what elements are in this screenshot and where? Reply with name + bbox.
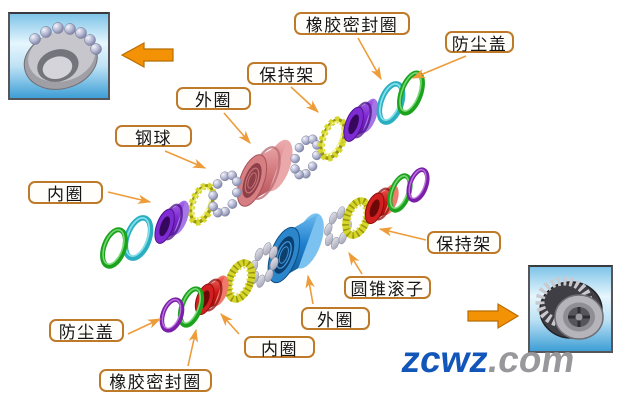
lower-inner-ring-left	[194, 275, 229, 316]
tapered-roller-bearing-photo	[528, 265, 613, 353]
bearing-parts-layer	[100, 70, 430, 333]
pointer-arrow	[378, 227, 427, 241]
assembled-roller-bearing-arrow	[467, 302, 520, 330]
lower-dust-cover-left	[159, 297, 185, 333]
label-lower-inner-ring: 内圈	[244, 336, 315, 359]
watermark-tld: .com	[485, 339, 578, 380]
label-steel-ball: 钢球	[115, 125, 192, 148]
pointer-arrow	[357, 37, 382, 81]
upper-balls-left	[208, 170, 242, 218]
label-upper-dust-cover: 防尘盖	[445, 31, 514, 54]
pointer-arrow	[107, 191, 152, 204]
label-upper-rubber-seal: 橡胶密封圈	[294, 12, 410, 35]
upper-dust-cover-left	[100, 227, 128, 269]
pointer-arrow	[305, 274, 315, 305]
pointer-arrow	[223, 112, 251, 144]
label-upper-cage: 保持架	[247, 62, 327, 85]
lower-outer-ring	[267, 213, 324, 284]
upper-inner-ring-left	[154, 200, 190, 244]
lower-dust-cover-right	[406, 167, 430, 203]
pointer-arrow	[187, 328, 199, 367]
upper-outer-ring	[236, 139, 293, 207]
lower-inner-ring-right	[364, 184, 399, 225]
assembled-ball-bearing-arrow	[120, 41, 174, 69]
label-lower-outer-ring: 外圈	[301, 307, 370, 330]
arrows-layer	[107, 37, 520, 367]
pointer-arrow	[348, 251, 363, 275]
pointer-arrow	[164, 150, 207, 169]
ball-bearing-photo	[8, 12, 110, 100]
upper-cage-right	[317, 116, 349, 162]
upper-seal-left	[122, 215, 154, 261]
photo-balls	[29, 22, 102, 55]
upper-inner-ring-right	[343, 98, 379, 142]
pointer-arrow	[127, 318, 162, 335]
tapered-roller-bearing-image	[535, 276, 604, 340]
pointer-arrow	[290, 86, 319, 113]
pointer-arrow	[220, 313, 240, 335]
upper-balls-right	[290, 134, 322, 180]
ball-bearing-image	[23, 22, 102, 90]
label-upper-outer-ring: 外圈	[176, 87, 251, 110]
watermark: zcwz.com	[398, 339, 578, 380]
lower-rollers-left	[249, 242, 279, 288]
watermark-name: zcwz	[398, 339, 492, 380]
label-lower-dust-cover: 防尘盖	[49, 319, 124, 342]
upper-dust-cover-right	[397, 70, 425, 116]
pointer-arrow	[411, 55, 467, 79]
label-lower-rubber-seal: 橡胶密封圈	[99, 369, 212, 392]
label-lower-cage: 保持架	[427, 231, 501, 254]
label-tapered-roller: 圆锥滚子	[344, 276, 431, 299]
label-upper-inner-ring: 内圈	[28, 181, 103, 204]
lower-cage-left	[224, 259, 256, 303]
